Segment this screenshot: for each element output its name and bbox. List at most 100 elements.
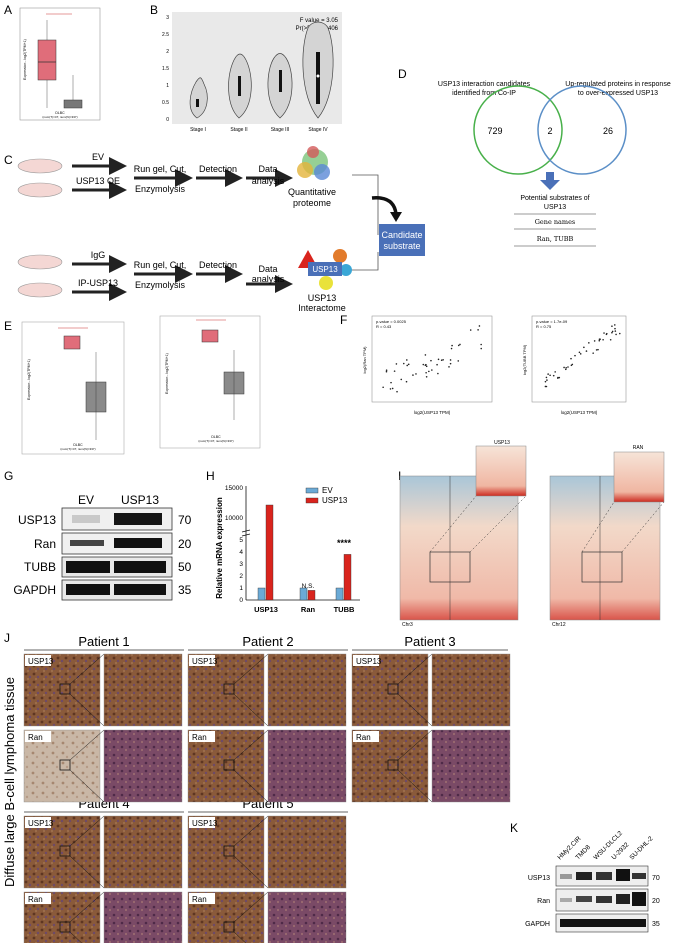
venn-left-title2: identified from Co-IP bbox=[452, 90, 516, 97]
interactome-usp13: USP13 bbox=[312, 265, 338, 274]
ihc-zoom-box bbox=[223, 921, 235, 933]
scatter-point-right bbox=[565, 366, 568, 369]
step-enzymolysis: Enzymolysis bbox=[135, 184, 186, 194]
ihc-zoom-line bbox=[397, 693, 433, 727]
step-detection: Detection bbox=[199, 164, 237, 174]
scatter-point-left bbox=[382, 386, 384, 389]
curved-arrow-head bbox=[390, 212, 402, 222]
scatter-point-right bbox=[563, 366, 565, 369]
panel-label-e: E bbox=[4, 319, 12, 333]
down-arrow-icon bbox=[540, 172, 560, 190]
panel-e-ylabel-right: Expression - log2(TPM+1) bbox=[165, 353, 169, 394]
scatter-point-right bbox=[605, 333, 608, 336]
candidate-label: Candidate bbox=[381, 230, 422, 240]
scatter-point-left bbox=[425, 365, 428, 368]
ihc-zoom-line bbox=[69, 769, 105, 803]
scatter-point-left bbox=[451, 344, 453, 347]
panel-b-yticks: 0 0.5 1 1.5 2 2.5 3 bbox=[162, 15, 169, 123]
scatter-point-right bbox=[546, 379, 548, 381]
ihc-zoom-line bbox=[233, 815, 269, 847]
group-igg: IgG bbox=[91, 250, 106, 260]
h-bar-tubb-usp13 bbox=[343, 554, 352, 601]
ihc-zoom-box bbox=[59, 845, 71, 857]
scatter-point-left bbox=[406, 364, 408, 367]
scatter-point-right bbox=[595, 349, 598, 351]
mw-20: 20 bbox=[178, 537, 192, 551]
scatter-point-right bbox=[615, 333, 617, 336]
ihc-label: USP13 bbox=[192, 657, 218, 666]
scatter-point-right bbox=[570, 364, 573, 367]
legend-ev: EV bbox=[322, 486, 333, 495]
culture-dish-igg bbox=[17, 254, 63, 270]
scatter-frame-right bbox=[531, 315, 627, 403]
heatmap-ran-name: RAN bbox=[633, 445, 644, 451]
panel-label-h: H bbox=[206, 469, 215, 483]
panel-a: A Expression - log2(TPM+1) DLBC (num(T)=… bbox=[4, 3, 101, 121]
scatter-points-left bbox=[382, 325, 483, 393]
violin-stage-1 bbox=[189, 77, 208, 119]
panel-e-sub-left: (num(T)=47; num(N)=337) bbox=[60, 447, 95, 451]
group-ip-usp13: IP-USP13 bbox=[78, 278, 118, 288]
panel-a-frame bbox=[19, 7, 101, 121]
group-ev: EV bbox=[92, 152, 104, 162]
result-proteome: proteome bbox=[293, 198, 331, 208]
group-usp13-oe: USP13 OE bbox=[76, 176, 120, 186]
stage-label: Stage II bbox=[230, 127, 247, 133]
mw-70: 70 bbox=[178, 513, 192, 527]
result-usp13: USP13 bbox=[308, 293, 337, 303]
scatter-frame-left bbox=[371, 315, 493, 403]
scatter-point-right bbox=[588, 342, 590, 344]
step-data: Data bbox=[258, 164, 277, 174]
scatter-point-right bbox=[593, 340, 596, 342]
result-quantitative: Quantitative bbox=[288, 187, 336, 197]
scatter-point-right bbox=[570, 357, 572, 360]
row-ran: Ran bbox=[34, 537, 56, 551]
heatmap-ran-zoom bbox=[613, 451, 665, 503]
h-ytick: 2 bbox=[239, 573, 243, 580]
panel-e-frame-right bbox=[159, 315, 261, 449]
ihc-zoom-line bbox=[233, 729, 269, 761]
scatter-r-right: R = 0.75 bbox=[536, 324, 552, 329]
scatter-point-right bbox=[602, 338, 604, 341]
scatter-point-right bbox=[578, 351, 581, 354]
ihc-label-bg bbox=[25, 817, 51, 828]
scatter-point-right bbox=[611, 331, 613, 334]
scatter-point-left bbox=[477, 329, 479, 331]
mw-35: 35 bbox=[178, 583, 192, 597]
panel-a-tumor-box bbox=[37, 39, 57, 81]
panel-e-tumor-box-left bbox=[63, 335, 81, 350]
row-usp13: USP13 bbox=[18, 513, 56, 527]
violin-stage-1-box bbox=[196, 99, 199, 107]
scatter-point-left bbox=[431, 369, 433, 371]
panel-b-ytick: 2 bbox=[166, 49, 169, 55]
panel-d: D USP13 interaction candidates identifie… bbox=[398, 67, 671, 247]
stage-label: Stage I bbox=[190, 127, 206, 133]
zoom-link-2 bbox=[469, 495, 527, 553]
scatter-point-right bbox=[592, 352, 594, 354]
h-ytick: 5 bbox=[239, 537, 243, 544]
scatter-point-right bbox=[613, 324, 616, 326]
k-lane: SU-DHL-2 bbox=[628, 835, 654, 861]
stage-label: Stage IV bbox=[308, 127, 328, 133]
scatter-point-right bbox=[547, 373, 549, 375]
ihc-label: Ran bbox=[192, 895, 207, 904]
scatter-point-left bbox=[480, 343, 482, 346]
ihc-zoom bbox=[431, 729, 511, 803]
panel-a-sub: (num(T)=47; num(N)=337) bbox=[42, 115, 77, 119]
panel-e-cat-right: DLBC bbox=[211, 435, 221, 439]
ihc-label: USP13 bbox=[356, 657, 382, 666]
scatter-point-left bbox=[422, 363, 425, 366]
h-bar-usp13-usp13 bbox=[265, 504, 274, 601]
scatter-point-left bbox=[469, 329, 472, 331]
panel-b-ytick: 3 bbox=[166, 15, 169, 21]
scatter-points-right bbox=[544, 324, 621, 388]
ihc-zoom bbox=[431, 653, 511, 727]
panel-h: H Relative mRNA expression 0 1 2 3 4 5 1… bbox=[206, 469, 360, 614]
scatter-point-left bbox=[412, 374, 414, 376]
blot-usp13 bbox=[61, 507, 173, 531]
scatter-point-left bbox=[405, 380, 408, 383]
candidate-substrate-box bbox=[379, 224, 425, 256]
h-bar-usp13-ev bbox=[257, 587, 266, 601]
h-bar-ran-usp13 bbox=[307, 590, 316, 601]
